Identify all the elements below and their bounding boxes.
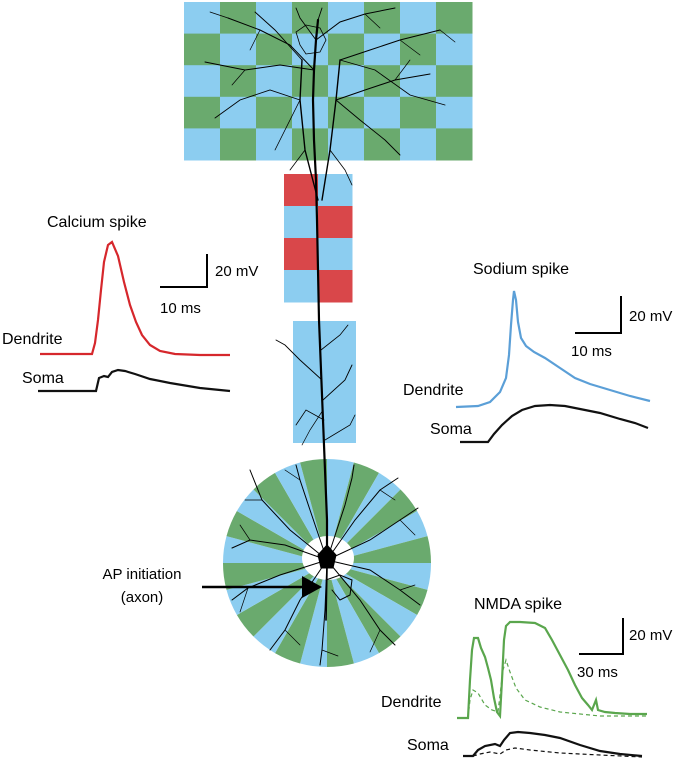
sodium-spike-panel: Sodium spike Dendrite Soma 20 mV 10 ms [403, 261, 672, 444]
wheel-sector [327, 462, 379, 563]
checker-cell [284, 174, 319, 207]
wheel-sector [327, 563, 428, 615]
wheel-sector [222, 563, 327, 590]
sodium-dendrite-label: Dendrite [403, 382, 464, 399]
sodium-scale-ms: 10 ms [571, 343, 612, 360]
checker-cell [436, 128, 473, 161]
nmda-scale-mv: 20 mV [629, 627, 672, 644]
sodium-dendrite-trace [455, 290, 651, 409]
pyramidal-neuron-icon [204, 7, 456, 666]
checker-cell [184, 33, 221, 66]
wheel-sector [300, 563, 327, 668]
ap-initiation-label: AP initiation [103, 566, 182, 583]
wheel-sector [226, 511, 327, 563]
nmda-soma-trace [463, 730, 643, 758]
sodium-soma-trace [460, 403, 649, 444]
calcium-scale-bar [160, 254, 208, 288]
ap-axon-label: (axon) [121, 589, 164, 606]
calcium-dendrite-trace [40, 240, 230, 357]
checker-cell [292, 2, 329, 35]
checker-cell [436, 2, 473, 35]
nmda-soma-label: Soma [407, 737, 449, 754]
checker-cell [292, 65, 329, 98]
nmda-dendrite-trace [457, 620, 647, 720]
wheel-sector [327, 563, 354, 668]
calcium-spike-panel: Calcium spike Dendrite Soma 20 mV 10 ms [2, 214, 258, 393]
wheel-sector [226, 563, 327, 615]
checker-cell [328, 2, 365, 35]
nmda-spike-panel: NMDA spike Dendrite Soma 20 mV 30 ms [381, 596, 672, 758]
checker-cell [400, 2, 437, 35]
checker-cell [220, 65, 257, 98]
calcium-scale-mv: 20 mV [215, 263, 258, 280]
sodium-scale-mv: 20 mV [629, 308, 672, 325]
checker-cell [292, 33, 329, 66]
checker-cell [328, 33, 365, 66]
checker-cell [364, 96, 401, 129]
checker-cell [284, 206, 319, 239]
oblique-dendrite-region [293, 321, 356, 443]
checker-cell [220, 128, 257, 161]
checker-cell [220, 33, 257, 66]
checker-cell [436, 33, 473, 66]
arrowhead-icon [302, 576, 322, 598]
checker-cell [284, 238, 319, 271]
checker-cell [400, 128, 437, 161]
checker-cell [292, 128, 329, 161]
wheel-sector [236, 489, 327, 563]
ap-initiation-annotation: AP initiation (axon) [103, 566, 322, 606]
tuft-dendrite-checkerboard [184, 2, 473, 161]
checker-cell [184, 65, 221, 98]
checker-cell [436, 65, 473, 98]
checker-cell [184, 128, 221, 161]
sodium-soma-label: Soma [430, 421, 472, 438]
nmda-dendrite-label: Dendrite [381, 694, 442, 711]
nmda-scale-ms: 30 ms [577, 664, 618, 681]
checker-cell [220, 96, 257, 129]
sodium-title: Sodium spike [473, 261, 569, 278]
nmda-dendrite-dashed-trace [467, 658, 647, 719]
wheel-sector [327, 472, 401, 563]
checker-cell [364, 65, 401, 98]
trunk-calcium-checkerboard [284, 174, 353, 303]
checker-cell [400, 96, 437, 129]
checker-cell [292, 96, 329, 129]
checker-cell [318, 206, 353, 239]
checker-cell [256, 128, 293, 161]
checker-cell [256, 65, 293, 98]
calcium-soma-trace [38, 368, 231, 393]
checker-cell [364, 128, 401, 161]
nmda-title: NMDA spike [474, 596, 562, 613]
wheel-sector [327, 563, 401, 654]
wheel-sector [275, 462, 327, 563]
calcium-soma-label: Soma [22, 370, 64, 387]
wheel-sector [327, 563, 418, 637]
wheel-sector [253, 472, 327, 563]
checker-cell [184, 2, 221, 35]
checker-cell [400, 65, 437, 98]
calcium-scale-ms: 10 ms [160, 300, 201, 317]
calcium-title: Calcium spike [47, 214, 147, 231]
sodium-scale-bar [575, 296, 622, 334]
wheel-sector [222, 536, 327, 563]
checker-cell [364, 2, 401, 35]
checker-cell [284, 270, 319, 303]
checker-cell [184, 96, 221, 129]
checker-cell [318, 270, 353, 303]
checker-cell [318, 238, 353, 271]
checker-cell [220, 2, 257, 35]
nmda-scale-bar [579, 618, 624, 655]
checker-cell [256, 96, 293, 129]
calcium-dendrite-label: Dendrite [2, 331, 63, 348]
checker-cell [256, 33, 293, 66]
checker-cell [436, 96, 473, 129]
checker-cell [328, 128, 365, 161]
wheel-sector [327, 563, 379, 664]
wheel-sector [327, 489, 418, 563]
